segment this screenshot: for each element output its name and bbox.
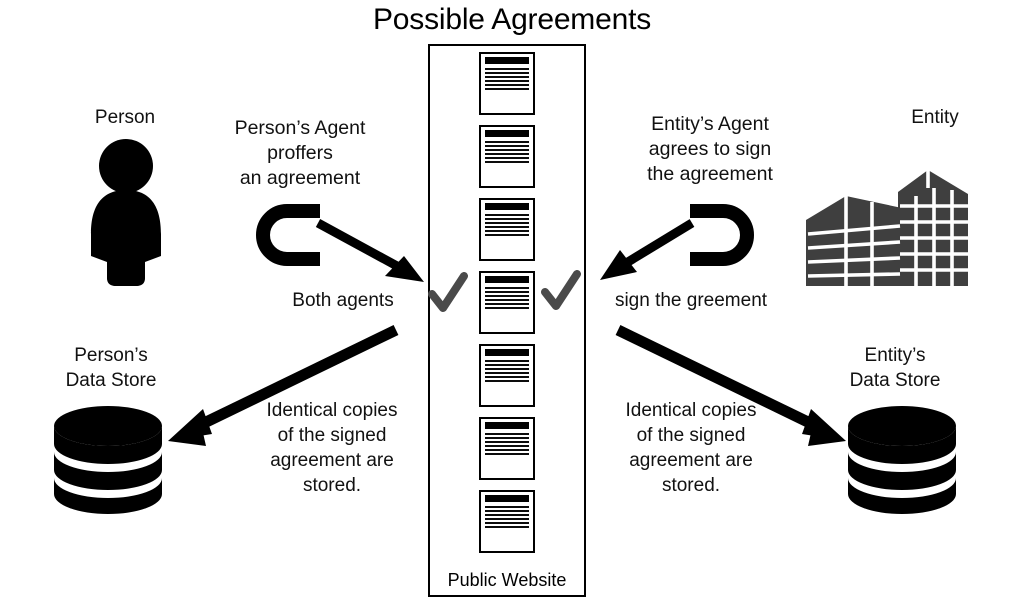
document-text-line — [485, 230, 529, 232]
document-text-line — [485, 153, 529, 155]
document-text-line — [485, 80, 529, 82]
document-text-line — [485, 234, 529, 236]
document-text-line — [485, 514, 529, 516]
document-title-bar — [485, 130, 529, 137]
entity-agent-text: Entity’s Agent agrees to sign the agreem… — [647, 113, 773, 185]
document-text-line — [485, 360, 529, 362]
document-text-line — [485, 376, 529, 378]
document-text-line — [485, 441, 529, 443]
arrow-person-agent-to-website — [315, 219, 424, 282]
document-text-line — [485, 299, 529, 301]
document-title-bar — [485, 276, 529, 283]
document-text-line — [485, 445, 529, 447]
public-website-label: Public Website — [447, 570, 567, 590]
document-text-line — [485, 526, 529, 528]
document-text-line — [485, 518, 529, 520]
person-store-description: Identical copies of the signed agreement… — [266, 400, 398, 496]
agreement-document[interactable] — [479, 52, 535, 115]
document-text-line — [485, 157, 529, 159]
loop-arrow-right-icon — [256, 204, 320, 266]
person-label: Person — [94, 107, 156, 128]
entity-store-description: Identical copies of the signed agreement… — [625, 400, 757, 496]
document-text-line — [485, 287, 529, 289]
document-text-line — [485, 76, 529, 78]
public-website-panel: Public Website — [428, 44, 586, 597]
document-title-bar — [485, 422, 529, 429]
building-icon — [806, 170, 968, 286]
document-text-line — [485, 368, 529, 370]
document-text-line — [485, 84, 529, 86]
document-text-line — [485, 453, 529, 455]
agreement-document[interactable] — [479, 271, 535, 334]
loop-arrow-left-icon — [690, 204, 754, 266]
check-mark-icon — [428, 272, 468, 312]
database-icon — [848, 406, 956, 514]
document-text-line — [485, 68, 529, 70]
document-title-bar — [485, 57, 529, 64]
sign-agreement-label: sign the greement — [614, 290, 768, 311]
person-icon — [91, 139, 161, 286]
agreement-document[interactable] — [479, 490, 535, 553]
agreement-document-list — [430, 52, 584, 553]
agreement-document[interactable] — [479, 125, 535, 188]
document-text-line — [485, 437, 529, 439]
document-text-line — [485, 522, 529, 524]
document-text-line — [485, 372, 529, 374]
document-text-line — [485, 88, 529, 90]
entity-label: Entity — [911, 107, 959, 128]
document-text-line — [485, 222, 529, 224]
document-text-line — [485, 145, 529, 147]
document-text-line — [485, 214, 529, 216]
person-data-store-label: Person’s Data Store — [65, 345, 157, 391]
agreement-document[interactable] — [479, 344, 535, 407]
document-text-line — [485, 510, 529, 512]
document-text-line — [485, 506, 529, 508]
document-text-line — [485, 449, 529, 451]
person-agent-text: Person’s Agent proffers an agreement — [234, 117, 366, 189]
both-agents-label: Both agents — [292, 290, 394, 311]
agreement-document[interactable] — [479, 198, 535, 261]
database-icon — [54, 406, 162, 514]
document-text-line — [485, 161, 529, 163]
arrow-entity-agent-to-website — [600, 219, 695, 280]
document-text-line — [485, 295, 529, 297]
document-text-line — [485, 226, 529, 228]
document-title-bar — [485, 349, 529, 356]
check-mark-icon — [541, 270, 581, 310]
document-text-line — [485, 72, 529, 74]
document-text-line — [485, 380, 529, 382]
page-title: Possible Agreements — [372, 3, 652, 36]
document-text-line — [485, 149, 529, 151]
document-title-bar — [485, 203, 529, 210]
document-text-line — [485, 291, 529, 293]
document-title-bar — [485, 495, 529, 502]
document-text-line — [485, 218, 529, 220]
document-text-line — [485, 433, 529, 435]
document-text-line — [485, 303, 529, 305]
agreement-document[interactable] — [479, 417, 535, 480]
document-text-line — [485, 364, 529, 366]
document-text-line — [485, 307, 529, 309]
entity-data-store-label: Entity’s Data Store — [849, 345, 941, 391]
document-text-line — [485, 141, 529, 143]
